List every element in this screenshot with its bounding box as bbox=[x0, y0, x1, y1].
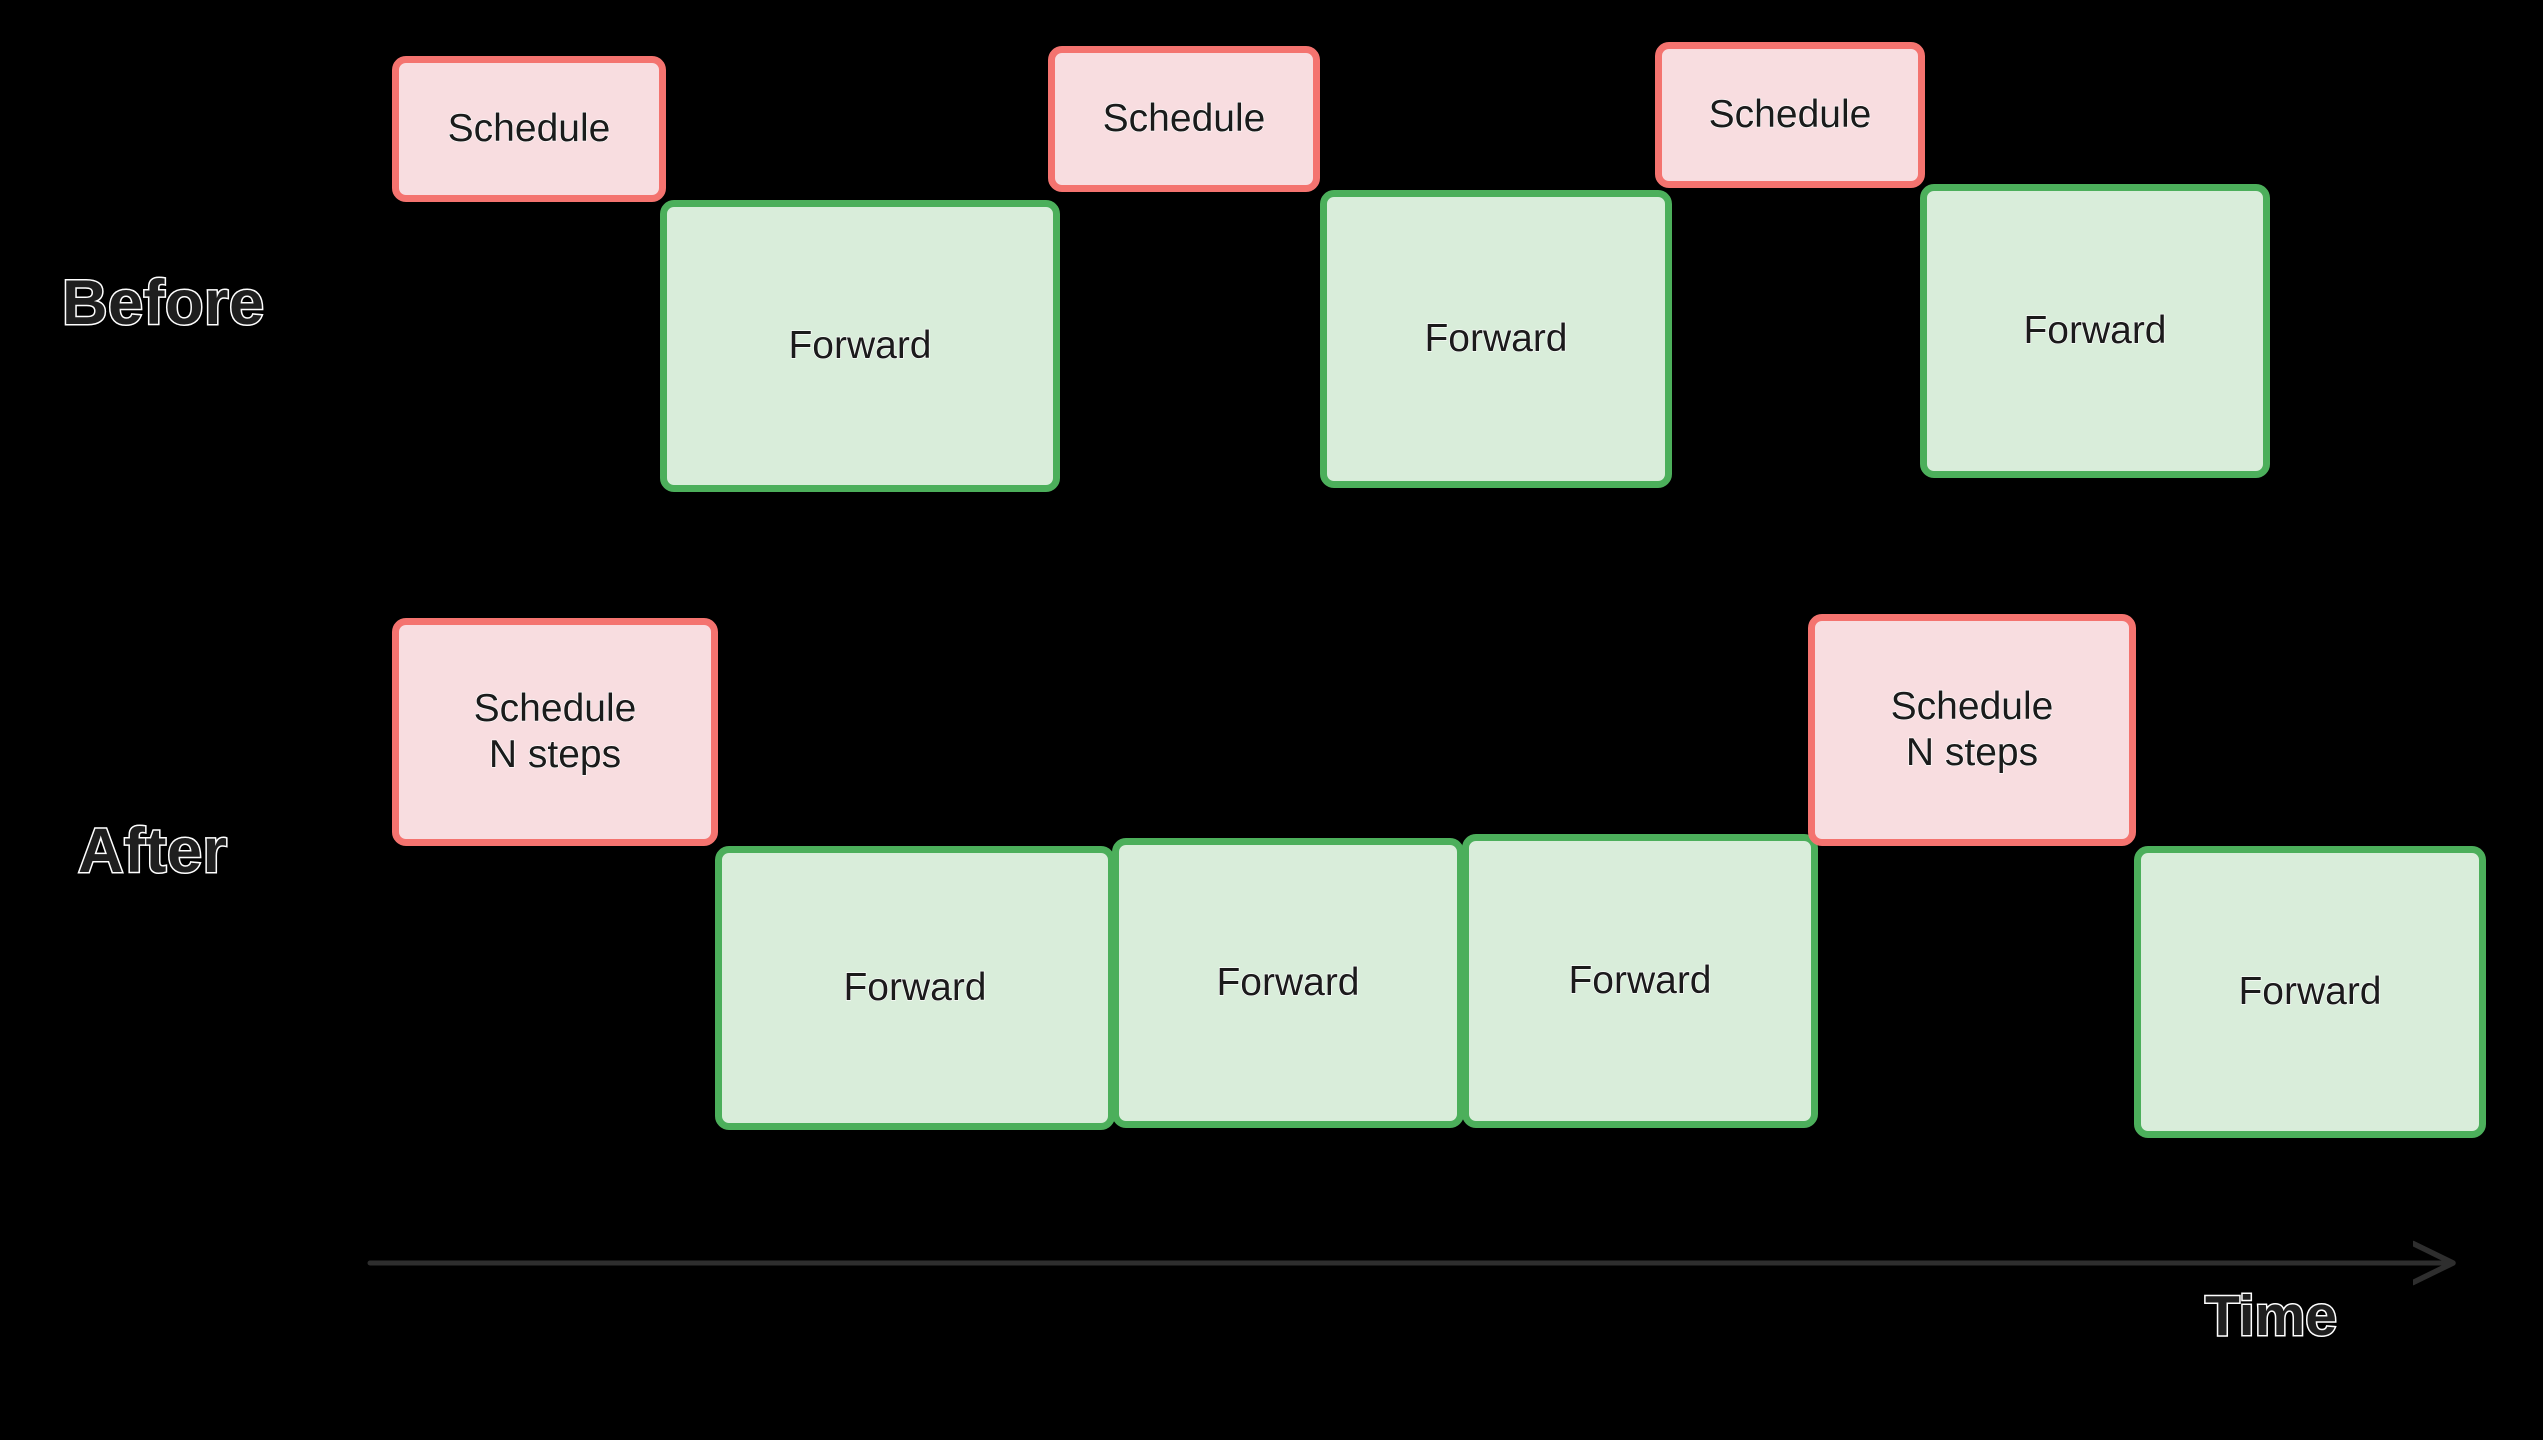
block-label: Schedule bbox=[1102, 96, 1266, 140]
before-forward-block-3: Forward bbox=[1920, 184, 2270, 478]
after-forward-block-1: Forward bbox=[715, 846, 1115, 1130]
block-label: Schedule N steps bbox=[473, 686, 637, 776]
before-schedule-block-1: Schedule bbox=[392, 56, 666, 202]
after-forward-block-4: Forward bbox=[2134, 846, 2486, 1138]
after-schedule-block-1: Schedule N steps bbox=[392, 618, 718, 846]
block-label: Forward bbox=[2238, 969, 2382, 1013]
before-schedule-block-2: Schedule bbox=[1048, 46, 1320, 192]
after-forward-block-2: Forward bbox=[1112, 838, 1464, 1128]
time-axis-label: Time bbox=[2203, 1284, 2338, 1348]
before-forward-block-1: Forward bbox=[660, 200, 1060, 492]
block-label: Forward bbox=[1424, 316, 1568, 360]
after-forward-block-3: Forward bbox=[1462, 834, 1818, 1128]
block-label: Forward bbox=[1216, 960, 1360, 1004]
block-label: Forward bbox=[1568, 958, 1712, 1002]
block-label: Schedule bbox=[447, 106, 611, 150]
row-label-after: After bbox=[77, 816, 229, 886]
block-label: Forward bbox=[843, 965, 987, 1009]
block-label: Schedule bbox=[1708, 92, 1872, 136]
before-forward-block-2: Forward bbox=[1320, 190, 1672, 488]
block-label: Forward bbox=[788, 323, 932, 367]
block-label: Schedule N steps bbox=[1890, 684, 2054, 774]
row-label-before: Before bbox=[61, 268, 266, 338]
time-axis-arrow-right-icon bbox=[367, 1225, 2470, 1305]
before-schedule-block-3: Schedule bbox=[1655, 42, 1925, 188]
block-label: Forward bbox=[2023, 308, 2167, 352]
after-schedule-block-2: Schedule N steps bbox=[1808, 614, 2136, 846]
